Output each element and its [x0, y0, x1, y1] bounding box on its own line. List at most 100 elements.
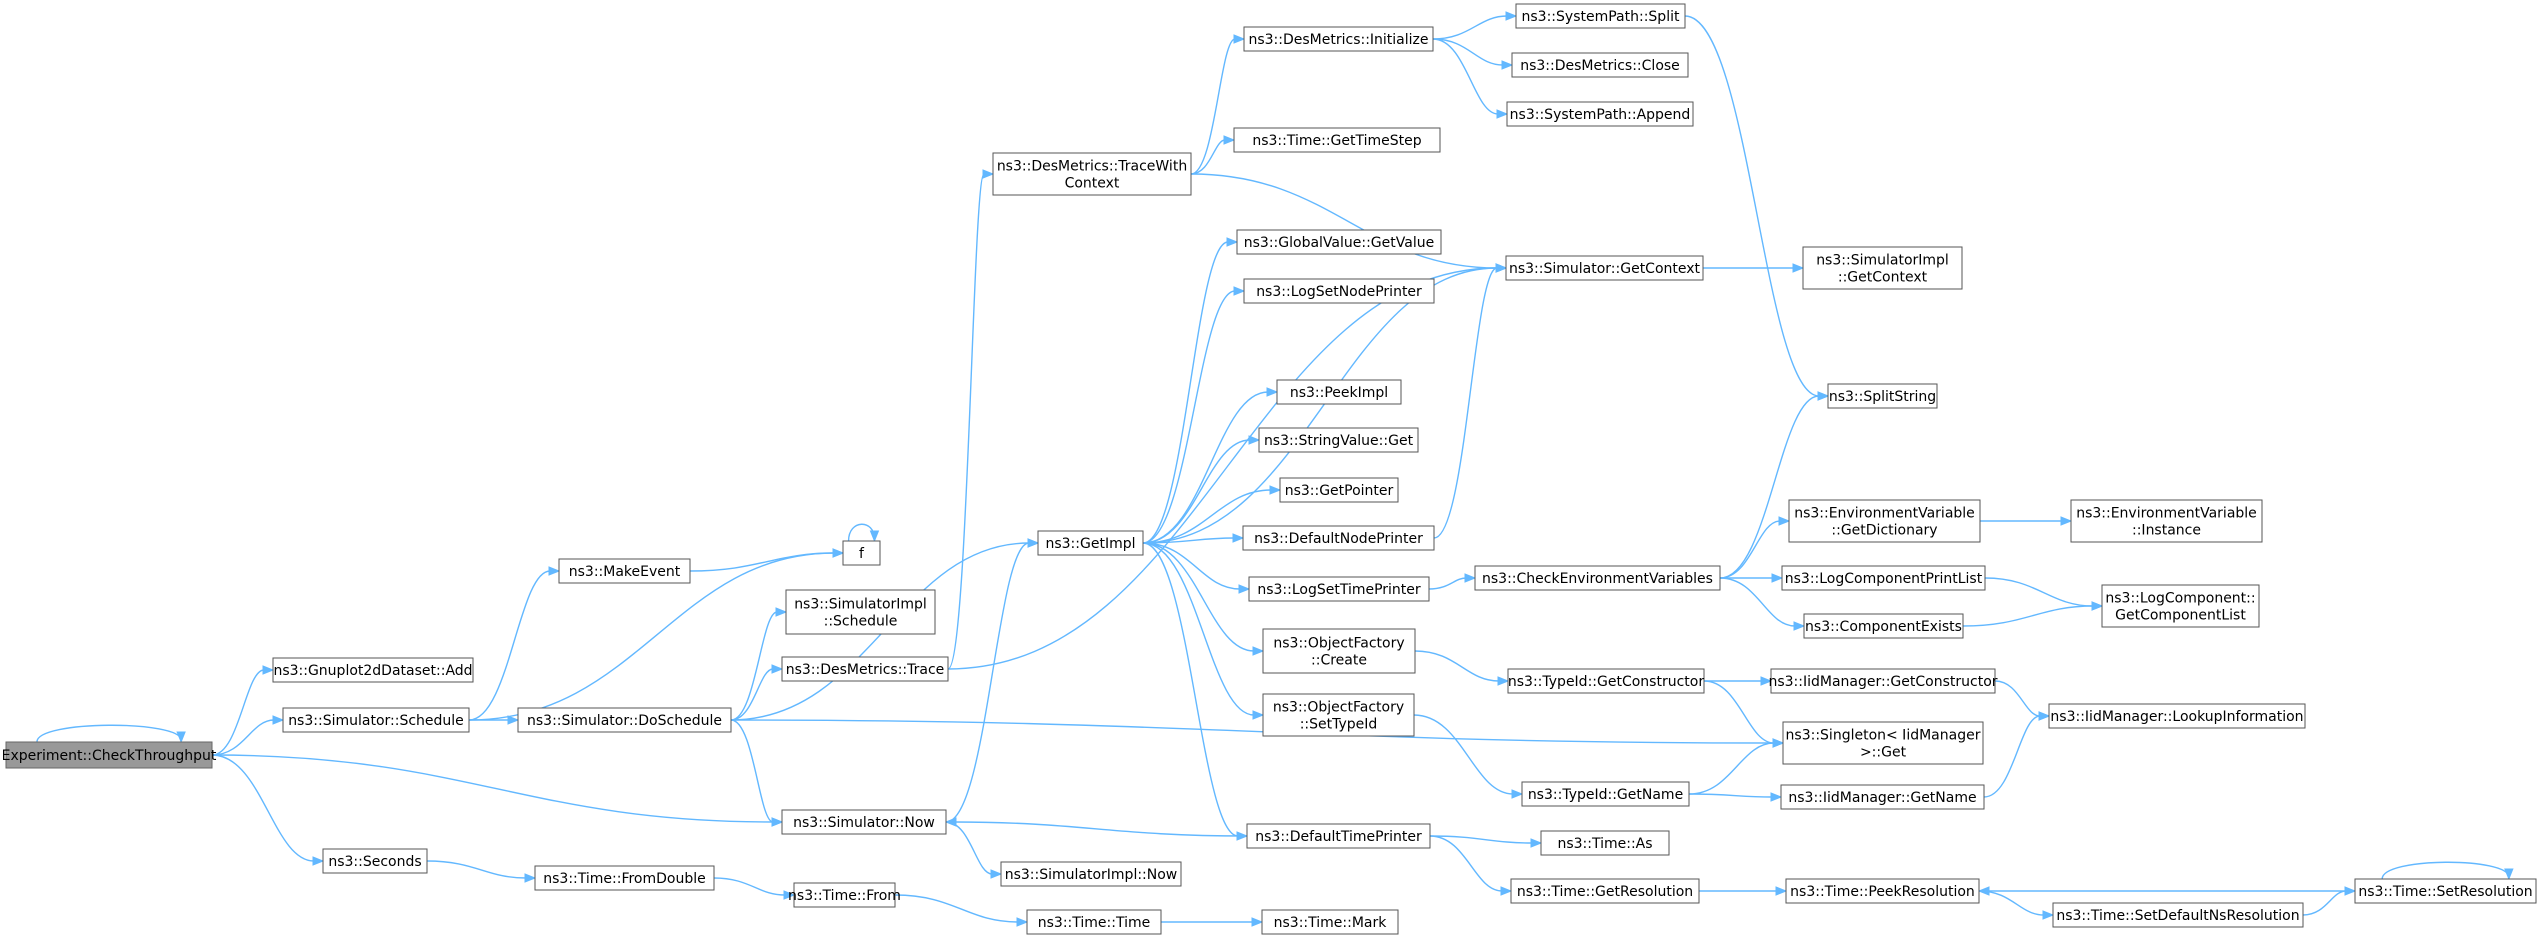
edge-sim-getcontext-to-simimpl-getcontext — [1703, 263, 1805, 273]
edge-sim-schedule-to-sim-doschedule — [469, 715, 520, 725]
node-time-time[interactable]: ns3::Time::Time — [1026, 909, 1162, 935]
node-time-as[interactable]: ns3::Time::As — [1540, 830, 1670, 856]
edge-checkthroughput-to-sim-schedule — [211, 715, 285, 756]
edge-arrowhead — [1232, 533, 1245, 543]
edge-arrowhead — [869, 530, 880, 543]
node-box — [1000, 861, 1182, 887]
node-logsetnodeprinter[interactable]: ns3::LogSetNodePrinter — [1243, 278, 1435, 304]
node-makeevent[interactable]: ns3::MakeEvent — [558, 558, 691, 584]
node-f[interactable]: f — [842, 540, 881, 566]
edge-sim-doschedule-to-desmetrics-trace — [730, 664, 784, 721]
edge-arrowhead — [2091, 601, 2104, 611]
node-componentexists[interactable]: ns3::ComponentExists — [1803, 613, 1964, 639]
node-label: ns3::Time::Time — [1038, 915, 1150, 931]
edge-line — [1142, 542, 1255, 716]
node-box — [1261, 909, 1399, 935]
node-desmetrics-init[interactable]: ns3::DesMetrics::Initialize — [1243, 26, 1434, 52]
node-time-setdefaultnsres[interactable]: ns3::Time::SetDefaultNsResolution — [2052, 902, 2304, 928]
edge-arrowhead — [1500, 886, 1513, 896]
node-time-setresolution[interactable]: ns3::Time::SetResolution — [2354, 878, 2537, 904]
node-iidmanager-lookup[interactable]: ns3::IidManager::LookupInformation — [2048, 703, 2306, 729]
node-label: f — [859, 546, 865, 562]
node-logcomponent-getlist[interactable]: ns3::LogComponent::GetComponentList — [2101, 584, 2260, 628]
node-splitstring[interactable]: ns3::SplitString — [1827, 383, 1938, 409]
node-label: ::GetDictionary — [1831, 523, 1937, 539]
node-checkthroughput[interactable]: Experiment::CheckThroughput — [2, 741, 217, 769]
node-label: ns3::Time::Mark — [1274, 915, 1388, 931]
edge-desmetrics-init-to-desmetrics-close — [1432, 38, 1514, 70]
node-gnuplot-add[interactable]: ns3::Gnuplot2dDataset::Add — [272, 657, 474, 683]
node-objectfactory-create[interactable]: ns3::ObjectFactory::Create — [1262, 628, 1416, 674]
edge-time-setresolution-to-time-peekresolution — [1977, 886, 2355, 896]
node-defaulttimeprinter[interactable]: ns3::DefaultTimePrinter — [1246, 823, 1431, 849]
edge-line — [1190, 173, 1498, 269]
edge-arrowhead — [1792, 263, 1805, 273]
node-envvar-getdict[interactable]: ns3::EnvironmentVariable::GetDictionary — [1788, 499, 1981, 543]
node-stringvalue-get[interactable]: ns3::StringValue::Get — [1258, 427, 1419, 453]
edge-defaultnodeprinter-to-sim-getcontext — [1433, 263, 1508, 539]
edge-line — [1719, 520, 1781, 579]
node-sim-doschedule[interactable]: ns3::Simulator::DoSchedule — [517, 707, 732, 733]
node-time-getresolution[interactable]: ns3::Time::GetResolution — [1510, 878, 1700, 904]
node-logsettimeprinter[interactable]: ns3::LogSetTimePrinter — [1248, 576, 1430, 602]
node-time-gettimestep[interactable]: ns3::Time::GetTimeStep — [1233, 127, 1441, 153]
node-iidmanager-getname[interactable]: ns3::IidManager::GetName — [1780, 784, 1985, 810]
call-edges — [36, 11, 2514, 927]
node-box — [282, 707, 470, 733]
node-label: ns3::TypeId::GetConstructor — [1508, 674, 1704, 690]
edge-arrowhead — [2042, 910, 2055, 920]
edge-arrowhead — [1511, 789, 1524, 799]
edge-checkenvvars-to-splitstring — [1719, 391, 1830, 579]
node-defaultnodeprinter[interactable]: ns3::DefaultNodePrinter — [1242, 525, 1435, 551]
node-simimpl-schedule[interactable]: ns3::SimulatorImpl::Schedule — [785, 589, 936, 635]
node-logcomponentprintlist[interactable]: ns3::LogComponentPrintList — [1781, 565, 1986, 591]
node-label: ::GetContext — [1838, 270, 1928, 286]
node-box — [1233, 127, 1441, 153]
node-label: ns3::Time::PeekResolution — [1790, 884, 1975, 900]
edge-arrowhead — [775, 607, 788, 617]
edge-arrowhead — [1027, 538, 1040, 548]
node-label: >::Get — [1860, 745, 1907, 761]
node-desmetrics-close[interactable]: ns3::DesMetrics::Close — [1511, 52, 1689, 78]
node-envvar-instance[interactable]: ns3::EnvironmentVariable::Instance — [2070, 499, 2263, 543]
call-nodes: Experiment::CheckThroughput ns3::Gnuplot2… — [2, 3, 2537, 935]
node-getimpl[interactable]: ns3::GetImpl — [1037, 530, 1144, 556]
node-sim-getcontext[interactable]: ns3::Simulator::GetContext — [1505, 255, 1704, 281]
node-sim-schedule[interactable]: ns3::Simulator::Schedule — [282, 707, 470, 733]
node-time-fromdouble[interactable]: ns3::Time::FromDouble — [534, 865, 715, 891]
node-typeid-getname[interactable]: ns3::TypeId::GetName — [1521, 781, 1690, 807]
node-systempath-append[interactable]: ns3::SystemPath::Append — [1506, 101, 1694, 127]
edge-line — [947, 267, 1498, 670]
node-sim-now[interactable]: ns3::Simulator::Now — [781, 809, 947, 835]
node-box — [1474, 565, 1721, 591]
node-systempath-split[interactable]: ns3::SystemPath::Split — [1515, 3, 1686, 29]
node-box — [1827, 383, 1938, 409]
node-simimpl-now[interactable]: ns3::SimulatorImpl::Now — [1000, 861, 1182, 887]
node-checkenvvars[interactable]: ns3::CheckEnvironmentVariables — [1474, 565, 1721, 591]
edge-arrowhead — [1016, 917, 1029, 927]
node-time-mark[interactable]: ns3::Time::Mark — [1261, 909, 1399, 935]
node-box — [1510, 878, 1700, 904]
node-time-from[interactable]: ns3::Time::From — [788, 882, 901, 908]
node-box — [1782, 721, 1984, 765]
edge-systempath-split-to-splitstring — [1684, 15, 1830, 401]
node-singleton-get[interactable]: ns3::Singleton< IidManager >::Get — [1782, 721, 1984, 765]
node-label: ::Instance — [2132, 523, 2201, 539]
node-seconds[interactable]: ns3::Seconds — [322, 848, 428, 874]
node-label: ns3::DesMetrics::Initialize — [1248, 32, 1428, 48]
node-getpointer[interactable]: ns3::GetPointer — [1279, 477, 1399, 503]
node-desmetrics-trace[interactable]: ns3::DesMetrics::Trace — [781, 656, 949, 682]
node-typeid-getconstructor[interactable]: ns3::TypeId::GetConstructor — [1507, 668, 1705, 694]
node-peekimpl[interactable]: ns3::PeekImpl — [1276, 379, 1402, 405]
node-globalvalue-getvalue[interactable]: ns3::GlobalValue::GetValue — [1236, 229, 1442, 255]
node-objectfactory-settypeid[interactable]: ns3::ObjectFactory::SetTypeId — [1262, 693, 1415, 737]
node-box — [1262, 693, 1415, 737]
node-simimpl-getcontext[interactable]: ns3::SimulatorImpl::GetContext — [1802, 246, 1963, 290]
node-time-peekresolution[interactable]: ns3::Time::PeekResolution — [1785, 878, 1980, 904]
edge-desmetrics-tracewith-to-time-gettimestep — [1190, 135, 1236, 175]
edge-arrowhead — [1269, 485, 1282, 495]
node-iidmanager-getconstructor[interactable]: ns3::IidManager::GetConstructor — [1768, 668, 1998, 694]
edge-time-from-to-time-time — [894, 894, 1029, 927]
